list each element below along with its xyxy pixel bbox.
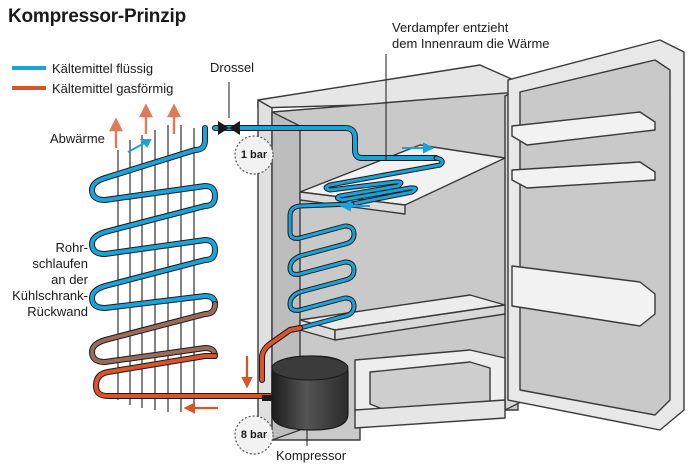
diagram-title: Kompressor-Prinzip	[8, 6, 186, 28]
abwaerme-label: Abwärme	[50, 131, 105, 146]
rohr-label-line5: Rückwand	[0, 304, 88, 319]
flow-arrow-icon	[186, 404, 218, 412]
drossel-label: Drossel	[210, 60, 254, 75]
compressor	[262, 356, 348, 430]
rohr-label-line4: Kühlschrank-	[0, 288, 88, 303]
flow-arrow-icon	[128, 140, 150, 152]
heat-arrow-icon	[141, 106, 151, 134]
verdampfer-label-line1: Verdampfer entzieht	[392, 20, 508, 35]
legend-gas-label: Kältemittel gasförmig	[52, 81, 173, 96]
legend-liquid-label: Kältemittel flüssig	[52, 61, 153, 76]
kompressor-label: Kompressor	[276, 448, 346, 463]
fridge-door	[508, 40, 684, 430]
rohr-label-line2: schlaufen	[0, 256, 88, 271]
verdampfer-label-line2: dem Innenraum die Wärme	[392, 36, 550, 51]
flow-arrow-icon	[243, 356, 251, 386]
pressure-high-text: 8 bar	[232, 429, 276, 442]
heat-arrow-icon	[111, 120, 121, 148]
pressure-low-text: 1 bar	[232, 149, 276, 162]
rohr-label-line3: an der	[0, 272, 88, 287]
rohr-label-line1: Rohr-	[0, 240, 88, 255]
heat-arrow-icon	[169, 106, 179, 134]
